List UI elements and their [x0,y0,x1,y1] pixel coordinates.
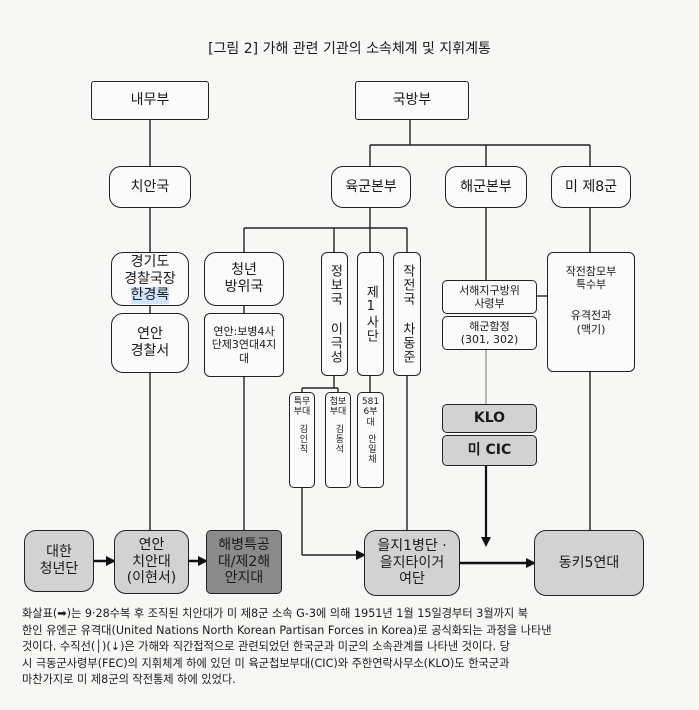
daehan-line2: 청년단 [39,561,79,577]
jakjeon-label: 작전국 차동준 [399,264,415,364]
klo-box: KLO [442,404,537,433]
yugyeok-line1: 유격전과 [570,309,612,323]
yeonan-police-box: 연안 경찰서 [111,313,189,373]
micic-box: 미 CIC [442,435,537,466]
chimbo-box: 첩보부대 김동석 [325,392,351,488]
haebyeong-line3: 안지대 [224,570,264,587]
chimbo-name: 김동석 [333,423,344,454]
chimbo-label: 첩보부대 [329,397,347,418]
caption-line: 화살표(➡)는 9·28수복 후 조직된 치안대가 미 제8군 소속 G-3에 … [22,607,529,620]
haegun-label: 해군본부 [460,178,512,195]
seohae-box: 서해지구방위 사령부 [442,280,537,314]
jeongbo-box: 정보국 이극성 [321,252,348,376]
caption-line: 마찬가지로 미 제8군의 작전통제 하에 있었다. [22,673,236,687]
haegunham-line2: (301, 302) [460,333,519,346]
bu5816-label: 5816부대 [361,397,380,428]
figure-caption: 화살표(➡)는 9·28수복 후 조직된 치안대가 미 제8군 소속 G-3에 … [22,606,682,689]
haegunham-line1: 해군함정 [469,319,510,333]
caption-line: 것이다. 수직선(│)(↓)은 가해와 직간접적으로 관련되었던 한국군과 미군… [22,640,510,654]
mi8-box: 미 제8군 [551,166,631,208]
naemubu-box: 내무부 [91,81,209,120]
haebyeong-line1: 해병특공 [218,536,270,553]
connector-lines [94,120,591,568]
micic-label: 미 CIC [467,442,512,459]
haebyeong-line2: 대/제2해 [217,553,271,570]
jakjeonchammo-line2: 특수부 [575,278,607,292]
seohae-line1: 서해지구방위 [459,283,520,297]
bu5816-box: 5816부대 안일채 [357,392,384,488]
haegunham-box: 해군함정 (301, 302) [442,316,537,350]
donkey-label: 동키5연대 [558,554,620,571]
mi8-label: 미 제8군 [565,178,617,195]
daehan-box: 대한 청년단 [24,530,94,592]
teungmu-label: 특무부대 [293,397,311,418]
yeonan-police-line2: 경찰서 [130,343,170,359]
teungmu-box: 특무부대 김인칙 [289,392,315,488]
boby-box: 연안:보병4사 단제3연대4지 대 [204,313,284,377]
gukbangbu-box: 국방부 [355,81,469,120]
jakjeonchammo-box: 작전참모부 특수부 유격전과 (맥기) [547,252,635,372]
chianguk-label: 치안국 [130,178,170,195]
haegun-box: 해군본부 [445,166,527,208]
cheongnyeon-box: 청년 방위국 [204,252,284,306]
caption-line: 시 극동군사령부(FEC)의 지휘체계 하에 있던 미 육군첩보부대(CIC)와… [22,656,510,670]
eulji-line2: 을지타이거 [379,554,445,571]
seohae-line2: 사령부 [474,297,505,310]
jeongbo-label: 정보국 이극성 [327,264,343,364]
yeonan-chian-line2: 치안대 [132,553,171,570]
gyeonggi-line1: 경기도 [130,253,170,270]
gukbangbu-label: 국방부 [392,92,432,109]
gyeonggi-line2: 경찰국장 [124,270,176,287]
cheongnyeon-line2: 방위국 [224,279,264,295]
eulji-box: 을지1병단 · 을지타이거 여단 [364,530,460,596]
haebyeong-box: 해병특공 대/제2해 안지대 [206,530,282,594]
boby-line1: 연안:보병4사 [213,325,275,339]
boby-line2: 단제3연대4지 [211,338,277,352]
yeonan-chian-line1: 연안 [138,536,165,553]
donkey-box: 동키5연대 [534,530,644,596]
yugyeok-line2: (맥기) [576,322,606,336]
boby-line3: 대 [238,351,250,365]
cheongnyeon-line1: 청년 [231,262,257,279]
caption-line: 한인 유엔군 유격대(United Nations North Korean P… [22,623,552,637]
gyeonggi-line3: 한경록 [130,287,170,305]
eulji-line3: 여단 [399,571,425,588]
figure-title: [그림 2] 가해 관련 기관의 소속체계 및 지휘계통 [208,41,491,57]
eulji-line1: 을지1병단 · [377,537,447,554]
naemubu-label: 내무부 [130,92,170,109]
yeonan-chian-box: 연안 치안대 (이현서) [114,530,189,594]
daehan-line1: 대한 [46,544,72,561]
chianguk-box: 치안국 [109,166,191,208]
klo-label: KLO [473,410,506,427]
yeonan-chian-line3: (이현서) [126,570,177,587]
jakjeon-box: 작전국 차동준 [393,252,421,376]
je1sadan-label: 제1사단 [363,285,379,343]
yukgun-box: 육군본부 [331,166,411,208]
bu5816-name: 안일채 [365,434,376,465]
teungmu-name: 김인칙 [297,423,308,454]
yeonan-police-line1: 연안 [137,326,163,343]
yukgun-label: 육군본부 [345,178,397,195]
je1sadan-box: 제1사단 [357,252,384,376]
gyeonggi-box: 경기도 경찰국장 한경록 [111,252,189,306]
jakjeonchammo-line1: 작전참모부 [565,265,617,278]
